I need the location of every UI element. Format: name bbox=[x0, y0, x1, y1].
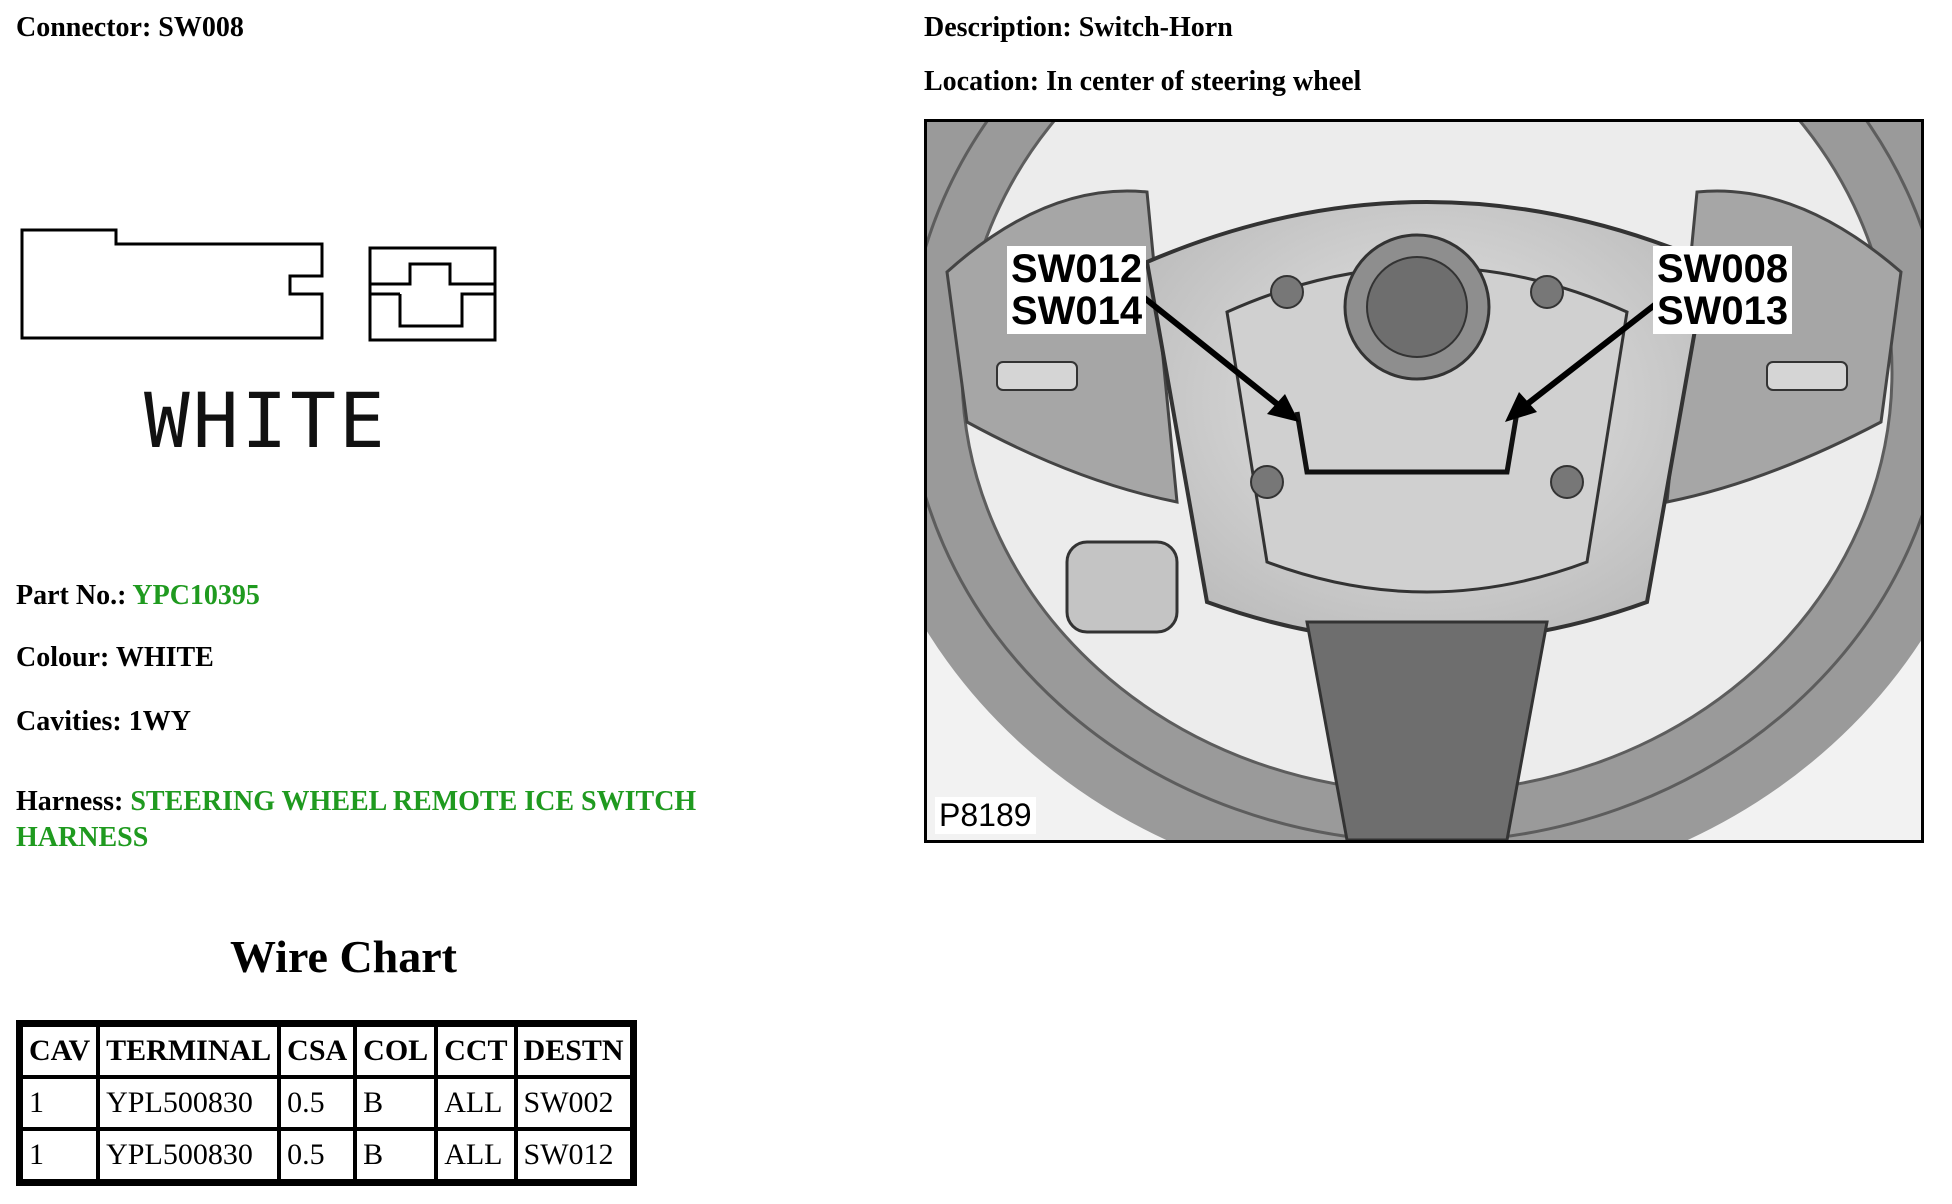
callout-right-line-2: SW013 bbox=[1657, 289, 1789, 333]
cell-csa: 0.5 bbox=[279, 1077, 356, 1129]
cell-csa: 0.5 bbox=[279, 1129, 356, 1181]
colour-value: WHITE bbox=[115, 642, 214, 673]
location-label: Location: bbox=[924, 66, 1040, 97]
description-line: Description: Switch-Horn bbox=[924, 12, 1233, 44]
header-csa: CSA bbox=[279, 1025, 356, 1077]
cell-cav: 1 bbox=[21, 1077, 99, 1129]
header-terminal: TERMINAL bbox=[98, 1025, 280, 1077]
cavities-label: Cavities: bbox=[16, 706, 122, 737]
connector-title: Connector: SW008 bbox=[16, 12, 244, 44]
header-destn: DESTN bbox=[515, 1025, 632, 1077]
connector-value: SW008 bbox=[158, 12, 244, 43]
connector-face-diagram bbox=[20, 228, 497, 342]
callout-left-line-1: SW012 bbox=[1011, 247, 1143, 291]
callout-left: SW012 SW014 bbox=[1007, 246, 1147, 334]
cell-terminal: YPL500830 bbox=[98, 1129, 280, 1181]
header-cct: CCT bbox=[436, 1025, 516, 1077]
part-number-label: Part No.: bbox=[16, 580, 127, 611]
harness-line: Harness: STEERING WHEEL REMOTE ICE SWITC… bbox=[16, 784, 816, 856]
header-col: COL bbox=[355, 1025, 437, 1077]
table-row: 1 YPL500830 0.5 B ALL SW002 bbox=[21, 1077, 632, 1129]
harness-link[interactable]: STEERING WHEEL REMOTE ICE SWITCH HARNESS bbox=[16, 786, 697, 853]
callout-right: SW008 SW013 bbox=[1653, 246, 1793, 334]
cell-destn: SW012 bbox=[515, 1129, 632, 1181]
part-number-line: Part No.: YPC10395 bbox=[16, 580, 260, 612]
cell-col: B bbox=[355, 1077, 437, 1129]
colour-label: Colour: bbox=[16, 642, 110, 673]
connector-colour-word: WHITE bbox=[144, 376, 388, 465]
wire-chart-title: Wire Chart bbox=[230, 931, 457, 982]
callout-left-line-2: SW014 bbox=[1011, 289, 1143, 333]
cavities-line: Cavities: 1WY bbox=[16, 706, 191, 738]
cavities-value: 1WY bbox=[128, 706, 191, 737]
cell-destn: SW002 bbox=[515, 1077, 632, 1129]
location-line: Location: In center of steering wheel bbox=[924, 66, 1361, 98]
part-number-link[interactable]: YPC10395 bbox=[132, 580, 260, 611]
wire-chart-table: CAV TERMINAL CSA COL CCT DESTN 1 YPL5008… bbox=[16, 1020, 637, 1186]
description-value: Switch-Horn bbox=[1078, 12, 1233, 43]
figure-id-label: P8189 bbox=[935, 797, 1036, 834]
cell-terminal: YPL500830 bbox=[98, 1077, 280, 1129]
connector-label: Connector: bbox=[16, 12, 152, 43]
table-row: 1 YPL500830 0.5 B ALL SW012 bbox=[21, 1129, 632, 1181]
cell-cav: 1 bbox=[21, 1129, 99, 1181]
header-cav: CAV bbox=[21, 1025, 99, 1077]
cell-col: B bbox=[355, 1129, 437, 1181]
steering-wheel-figure: SW012 SW014 SW008 SW013 P8189 bbox=[924, 119, 1924, 843]
description-label: Description: bbox=[924, 12, 1072, 43]
table-header-row: CAV TERMINAL CSA COL CCT DESTN bbox=[21, 1025, 632, 1077]
location-value: In center of steering wheel bbox=[1046, 66, 1362, 97]
cell-cct: ALL bbox=[436, 1077, 516, 1129]
colour-line: Colour: WHITE bbox=[16, 642, 214, 674]
steering-wheel-illustration bbox=[927, 122, 1921, 840]
cell-cct: ALL bbox=[436, 1129, 516, 1181]
harness-label: Harness: bbox=[16, 786, 124, 817]
callout-right-line-1: SW008 bbox=[1657, 247, 1789, 291]
